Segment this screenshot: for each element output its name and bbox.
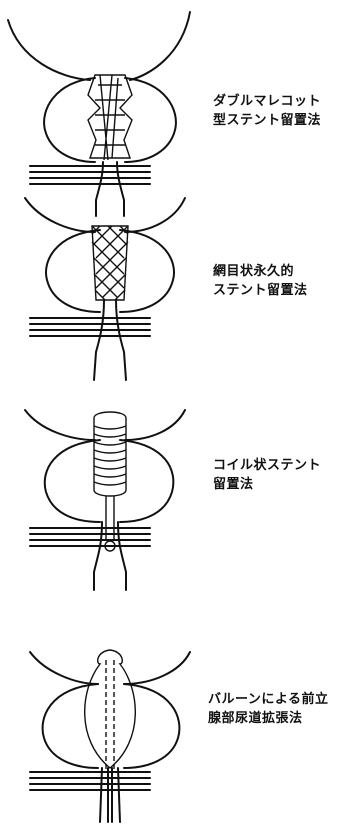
caption-balloon-urethral-dilation: バルーンによる前立 腺部尿道拡張法: [208, 690, 328, 728]
caption-line: 網目状永久的: [213, 262, 308, 281]
caption-line: 留置法: [213, 475, 321, 494]
caption-mesh-permanent-stent: 網目状永久的 ステント留置法: [213, 262, 308, 300]
caption-double-malecot-stent: ダブルマレコット 型ステント留置法: [213, 92, 321, 130]
caption-coil-stent: コイル状ステント 留置法: [213, 456, 321, 494]
caption-line: ステント留置法: [213, 281, 308, 300]
caption-line: バルーンによる前立: [208, 690, 328, 709]
caption-line: コイル状ステント: [213, 456, 321, 475]
caption-line: 型ステント留置法: [213, 111, 321, 130]
caption-line: 腺部尿道拡張法: [208, 709, 328, 728]
caption-line: ダブルマレコット: [213, 92, 321, 111]
